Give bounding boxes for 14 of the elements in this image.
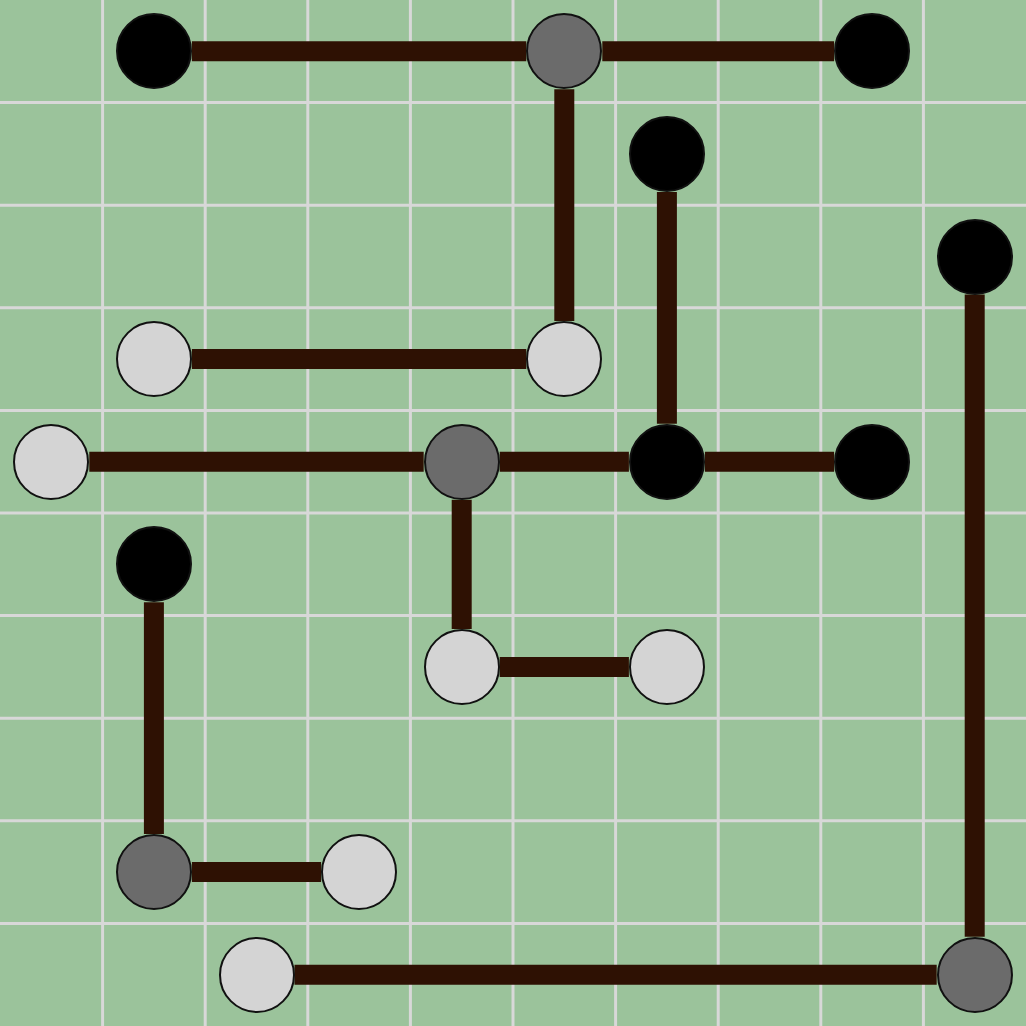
connector-line — [964, 294, 985, 937]
connector-line — [294, 964, 937, 985]
connector-line — [499, 451, 629, 472]
connector-line — [554, 89, 575, 322]
connector-line — [451, 499, 472, 629]
connector-line — [499, 656, 629, 677]
connector-line — [143, 602, 164, 835]
connector-line — [89, 451, 424, 472]
connector-line — [191, 41, 527, 62]
connector-line — [191, 862, 322, 883]
connector-line — [704, 451, 835, 472]
connector-line — [191, 349, 527, 370]
connector-line — [656, 191, 677, 424]
connector-line — [602, 41, 835, 62]
